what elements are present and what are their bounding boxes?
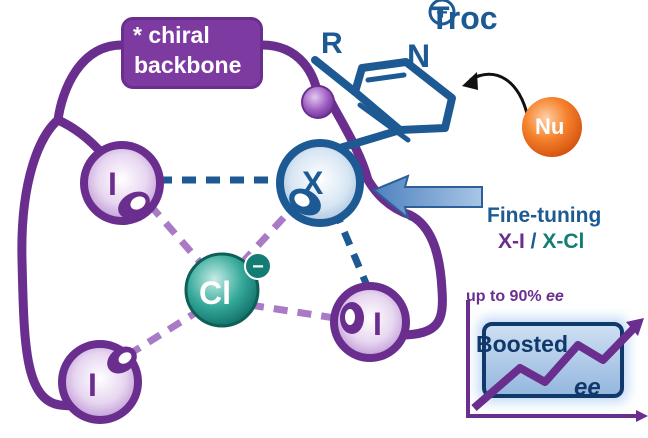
boosted-label: Boosted xyxy=(476,331,568,357)
backbone-tag-line2: backbone xyxy=(134,52,242,78)
iodine-sphere-bottom-left: I xyxy=(58,340,142,424)
x-label: X xyxy=(302,165,324,201)
fine-tuning-separator: / xyxy=(524,230,543,253)
result-headline: up to 90% ee xyxy=(466,288,564,306)
chloride-label: Cl xyxy=(199,275,231,311)
attack-arrowhead xyxy=(462,72,478,90)
troc-label: Troc xyxy=(430,0,498,36)
fine-tuning-options: X-I / X-Cl xyxy=(498,230,584,254)
boosted-ee-label: ee xyxy=(574,374,601,401)
backbone-tag xyxy=(121,17,263,89)
boosted-ee-chart xyxy=(466,300,648,422)
fine-tuning-xcl: X-Cl xyxy=(542,230,585,253)
nitrogen-charge-ring xyxy=(428,0,456,26)
fine-tuning-arrow xyxy=(372,174,483,221)
fine-tuning-title: Fine-tuning xyxy=(487,204,602,227)
iodine-label-right: I xyxy=(373,306,382,342)
iodine-label-bottom-left: I xyxy=(88,367,97,403)
nitrogen-label: N xyxy=(407,38,431,74)
attack-arrow xyxy=(469,72,530,119)
fine-tuning-xi: X-I xyxy=(498,230,525,253)
variable-halogen-sphere: X xyxy=(276,139,364,227)
bond-i-cl-top xyxy=(147,202,208,271)
chloride-sphere: Cl − xyxy=(184,252,272,328)
iodine-sphere-top-left: I xyxy=(80,141,164,225)
trend-line xyxy=(471,323,639,412)
nitrogen-charge: + xyxy=(436,2,448,24)
substituent-label: R xyxy=(321,27,343,60)
backbone-anchor xyxy=(301,85,335,119)
iodine-label-top-left: I xyxy=(108,166,117,202)
bond-x-cl xyxy=(237,197,303,268)
result-headline-ee: ee xyxy=(546,288,564,305)
backbone-tag-line1: * chiral xyxy=(133,22,210,48)
bond-i-cl-bottom xyxy=(126,307,202,358)
chloride-charge-badge xyxy=(244,252,272,280)
nucleophile-label: Nu xyxy=(535,114,565,139)
chloride-charge: − xyxy=(252,256,264,278)
result-headline-prefix: up to 90% xyxy=(466,288,547,305)
nucleophile-sphere xyxy=(522,97,582,157)
pyridinium-ring xyxy=(311,56,456,152)
iodine-sphere-right: I xyxy=(330,282,410,362)
